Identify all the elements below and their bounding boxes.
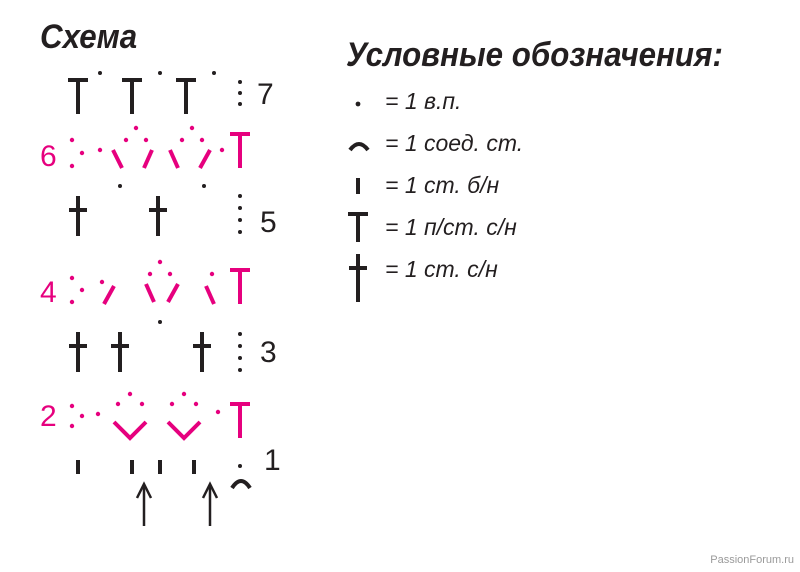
chain-dot	[238, 80, 242, 84]
row-6: 6	[40, 125, 252, 173]
half-double-crochet-stitch	[228, 268, 252, 306]
chain-dot	[212, 71, 216, 75]
half-double-crochet-stitch	[228, 132, 252, 170]
double-crochet-stitch	[109, 330, 131, 374]
legend-symbols	[348, 101, 370, 302]
row-number-6: 6	[40, 140, 57, 173]
chain-dot	[158, 71, 162, 75]
row-5: 5	[67, 184, 277, 239]
half-double-crochet-stitch	[228, 402, 252, 440]
chain-dot	[238, 91, 242, 95]
row-number-7: 7	[257, 78, 274, 111]
watermark: PassionForum.ru	[710, 554, 794, 566]
half-double-crochet-stitch	[174, 78, 198, 116]
half-double-crochet-stitch	[66, 78, 90, 116]
double-crochet-stitch	[147, 194, 169, 238]
chain-dot	[98, 71, 102, 75]
row-number-2: 2	[40, 400, 57, 433]
row-4: 4	[40, 259, 252, 309]
half-double-crochet-icon	[348, 212, 368, 242]
double-crochet-stitch	[67, 194, 89, 238]
legend-title: Условные обозначения:	[346, 36, 723, 74]
schema-title: Схема	[40, 18, 138, 56]
row-number-4: 4	[40, 276, 57, 309]
row-number-1: 1	[264, 444, 281, 477]
legend-item-half-double-crochet: = 1 п/ст. с/н	[385, 214, 517, 240]
row-3: 3	[67, 320, 277, 374]
double-crochet-icon	[349, 254, 367, 302]
row-1: 1	[76, 444, 281, 526]
row-number-3: 3	[260, 336, 277, 369]
slip-stitch-arc-icon	[348, 142, 370, 152]
row-7: 7	[66, 71, 274, 116]
half-double-crochet-stitch	[120, 78, 144, 116]
row-number-5: 5	[260, 206, 277, 239]
legend-item-slip-stitch: = 1 соед. ст.	[385, 130, 524, 156]
row-2: 2	[40, 391, 252, 441]
double-crochet-stitch	[191, 330, 213, 374]
legend-item-chain: = 1 в.п.	[385, 88, 462, 114]
slip-stitch-arc	[230, 479, 252, 490]
chain-dot-icon	[355, 101, 361, 107]
double-crochet-stitch	[67, 330, 89, 374]
chain-dot	[238, 102, 242, 106]
legend-item-double-crochet: = 1 ст. с/н	[385, 256, 498, 282]
legend-item-single-crochet: = 1 ст. б/н	[385, 172, 500, 198]
